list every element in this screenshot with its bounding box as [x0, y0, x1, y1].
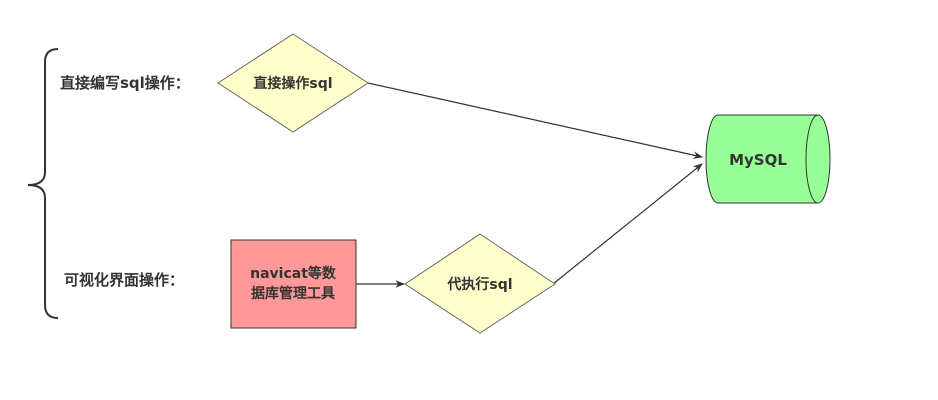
proxy-sql-diamond — [404, 233, 556, 334]
direct-to-mysql-arrow — [367, 82, 703, 159]
mysql-database-cylinder — [705, 114, 831, 204]
direct-sql-node-label: 直接操作sql — [253, 75, 332, 92]
visual-ui-category-label: 可视化界面操作： — [64, 271, 184, 289]
direct-sql-category-label: 直接编写sql操作： — [60, 74, 190, 92]
proxy-sql-node-label: 代执行sql — [446, 276, 512, 293]
mysql-label: MySQL — [729, 151, 787, 169]
navicat-tool-box — [230, 239, 357, 329]
direct-sql-diamond — [217, 33, 369, 133]
curly-brace — [27, 48, 59, 319]
proxy-to-mysql-arrow — [552, 163, 703, 285]
navicat-tool-label-line2: 据库管理工具 — [251, 285, 335, 302]
navicat-tool-label-line1: navicat等数 — [250, 265, 337, 282]
